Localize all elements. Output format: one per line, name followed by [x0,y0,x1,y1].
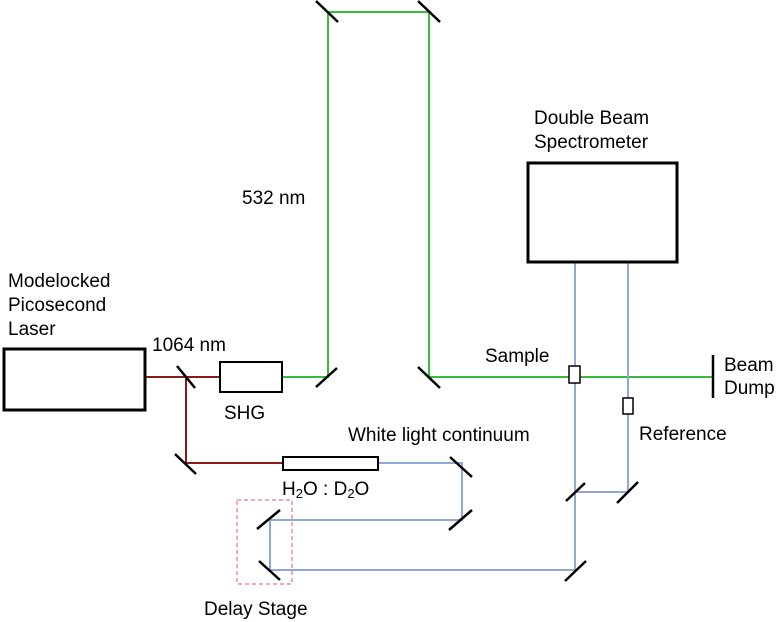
spectrometer-label-line1: Double Beam [534,108,649,129]
mirror-wl-right-top [449,456,473,478]
laser-label-line1: Modelocked [8,271,110,292]
sample-label: Sample [485,346,549,367]
wavelength-ir-label: 1064 nm [152,335,226,356]
delay-stage-outline [236,499,293,585]
water-label: H2O : D2O [282,479,369,501]
mirror-delay-bottom [258,560,281,581]
h2o-mid: O : D [303,479,347,500]
laser-label-line3: Laser [8,319,56,340]
mirror-wl-right-bottom [448,509,473,531]
water-cell [282,456,379,471]
d2o-o: O [355,479,370,500]
mirror-green-down [417,366,441,389]
beam-dump-label-line2: Dump [724,378,775,399]
mirror-green-up [315,367,338,388]
mirror-top-right [417,0,441,23]
reference-cuvette [622,397,634,415]
laser-label-line2: Picosecond [8,295,106,316]
mirror-top-left [315,0,339,23]
shg-crystal [219,361,283,393]
mirror-laser-split [176,365,196,389]
white-light-label: White light continuum [348,425,530,446]
mirrors [174,0,639,582]
mirror-reference [616,481,639,504]
h2o-subscript: 2 [296,486,303,501]
shg-label: SHG [224,403,265,424]
probe-beam [269,263,629,571]
mirror-delay-top [256,509,281,530]
wavelength-green-label: 532 nm [242,188,305,209]
laser-box [2,347,147,412]
mirror-beamsplitter [565,482,586,502]
mirror-ir-down [174,453,197,475]
h2o-h: H [282,479,296,500]
spectrometer-label-line2: Spectrometer [534,132,649,153]
beam-dump-label-line1: Beam [724,355,774,376]
spectrometer-box [526,161,679,264]
sample-cuvette [568,365,581,384]
mirror-probe-bottom [564,560,587,582]
delay-stage-label: Delay Stage [204,599,308,620]
reference-label: Reference [639,424,727,445]
green-beam [282,11,712,378]
d2o-subscript: 2 [347,486,354,501]
